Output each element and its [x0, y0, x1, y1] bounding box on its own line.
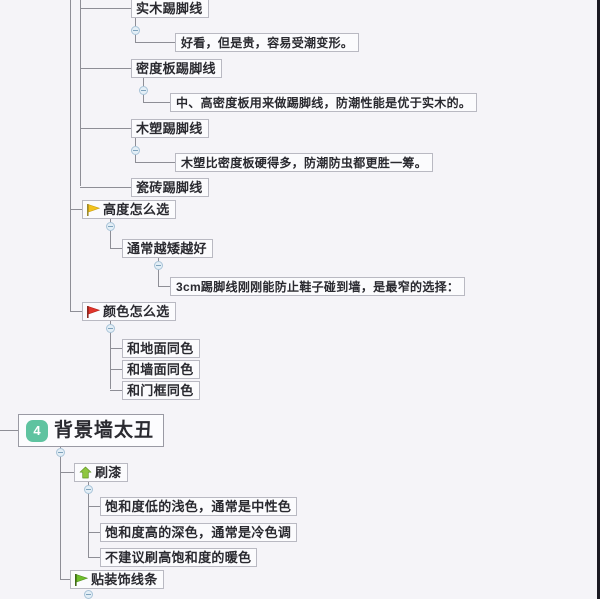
node-height-topic[interactable]: 高度怎么选: [82, 200, 176, 219]
collapse-handle-height-child[interactable]: [154, 261, 163, 270]
node-solid-wood-note[interactable]: 好看，但是贵，容易受潮变形。: [175, 33, 360, 52]
node-label: 密度板踢脚线: [136, 61, 216, 76]
collapse-handle-node4[interactable]: [56, 448, 65, 457]
node-color-child-doorframe[interactable]: 和门框同色: [122, 381, 200, 400]
node-color-topic[interactable]: 颜色怎么选: [82, 302, 176, 321]
connector-paint-child-3: [88, 557, 100, 558]
connector-to-tile: [80, 187, 131, 188]
node-label: 饱和度高的深色，通常是冷色调: [105, 525, 292, 540]
connector-to-solidwood: [80, 8, 131, 9]
node-label: 贴装饰线条: [91, 572, 158, 587]
collapse-handle-paint[interactable]: [84, 485, 93, 494]
node-background-wall[interactable]: 4 背景墙太丑: [18, 414, 165, 447]
node-paint-child-high-sat[interactable]: 饱和度高的深色，通常是冷色调: [100, 523, 298, 542]
connector-density-note-h: [143, 102, 170, 103]
node-label: 高度怎么选: [103, 202, 170, 217]
node-color-child-floor[interactable]: 和地面同色: [122, 339, 200, 358]
collapse-handle-trim[interactable]: [84, 590, 93, 599]
connector-trunk-materials: [80, 0, 81, 186]
connector-node4-to-trim: [60, 579, 70, 580]
connector-height-grandchild-h: [158, 286, 170, 287]
connector-color-child-1: [110, 348, 122, 349]
connector-height-child-v: [110, 219, 111, 248]
node-label: 和墙面同色: [127, 362, 194, 377]
connector-node4-children-v: [60, 447, 61, 580]
node-paint-child-low-sat[interactable]: 饱和度低的浅色，通常是中性色: [100, 497, 298, 516]
connector-to-height-topic: [70, 209, 82, 210]
collapse-handle-wpc[interactable]: [131, 146, 140, 155]
connector-height-grandchild-v: [158, 258, 159, 286]
node-solid-wood-skirting[interactable]: 实木踢脚线: [131, 0, 209, 18]
node-wpc-skirting[interactable]: 木塑踢脚线: [131, 119, 209, 138]
node-tile-skirting[interactable]: 瓷砖踢脚线: [131, 178, 209, 197]
collapse-handle-density[interactable]: [139, 86, 148, 95]
flag-red-icon: [87, 305, 100, 318]
node-density-board-note[interactable]: 中、高密度板用来做踢脚线，防潮性能是优于实木的。: [170, 93, 478, 112]
connector-node4-to-paint: [60, 472, 74, 473]
node-decorative-trim[interactable]: 贴装饰线条: [70, 570, 164, 589]
node-label: 不建议刷高饱和度的暖色: [105, 550, 252, 565]
connector-paint-children-v: [88, 482, 89, 558]
connector-wpc-note-h: [135, 162, 175, 163]
node-color-child-wall[interactable]: 和墙面同色: [122, 360, 200, 379]
connector-paint-child-1: [88, 506, 100, 507]
node-label: 和门框同色: [127, 383, 194, 398]
node-label: 木塑比密度板硬得多，防潮防虫都更胜一筹。: [181, 155, 428, 170]
collapse-handle-height-topic[interactable]: [106, 222, 115, 231]
node-label: 颜色怎么选: [103, 304, 170, 319]
node-label: 饱和度低的浅色，通常是中性色: [105, 499, 292, 514]
node-wpc-note[interactable]: 木塑比密度板硬得多，防潮防虫都更胜一筹。: [175, 153, 434, 172]
number-badge-icon: 4: [26, 419, 48, 442]
connector-spine-topics: [70, 0, 71, 312]
flag-green-icon: [75, 573, 88, 586]
arrow-up-green-icon: [79, 466, 92, 479]
node-label: 背景墙太丑: [54, 420, 155, 441]
node-label: 实木踢脚线: [136, 1, 203, 16]
node-height-grandchild[interactable]: 3cm踢脚线刚刚能防止鞋子碰到墙，是最窄的选择：: [170, 277, 466, 296]
collapse-handle-color-topic[interactable]: [106, 324, 115, 333]
node-paint[interactable]: 刷漆: [74, 463, 128, 482]
connector-to-density: [80, 68, 131, 69]
connector-solidwood-note-h: [135, 42, 175, 43]
connector-root-to-node4: [0, 430, 18, 431]
connector-height-child-h: [110, 248, 122, 249]
node-label: 好看，但是贵，容易受潮变形。: [181, 35, 354, 50]
node-label: 和地面同色: [127, 341, 194, 356]
connector-to-wpc: [80, 128, 131, 129]
node-label: 木塑踢脚线: [136, 121, 203, 136]
node-label: 瓷砖踢脚线: [136, 180, 203, 195]
flag-yellow-icon: [87, 203, 100, 216]
node-height-child[interactable]: 通常越矮越好: [122, 239, 213, 258]
node-label: 通常越矮越好: [127, 241, 207, 256]
connector-paint-child-2: [88, 532, 100, 533]
node-label: 刷漆: [95, 465, 122, 480]
node-density-board-skirting[interactable]: 密度板踢脚线: [131, 59, 222, 78]
node-label: 中、高密度板用来做踢脚线，防潮性能是优于实木的。: [176, 95, 472, 110]
connector-color-children-v: [110, 321, 111, 389]
collapse-handle-solidwood[interactable]: [131, 26, 140, 35]
node-label: 3cm踢脚线刚刚能防止鞋子碰到墙，是最窄的选择：: [176, 279, 460, 294]
connector-to-color-topic: [70, 311, 82, 312]
connector-color-child-2: [110, 369, 122, 370]
connector-color-child-3: [110, 390, 122, 391]
node-paint-child-warm-warning[interactable]: 不建议刷高饱和度的暖色: [100, 548, 258, 567]
